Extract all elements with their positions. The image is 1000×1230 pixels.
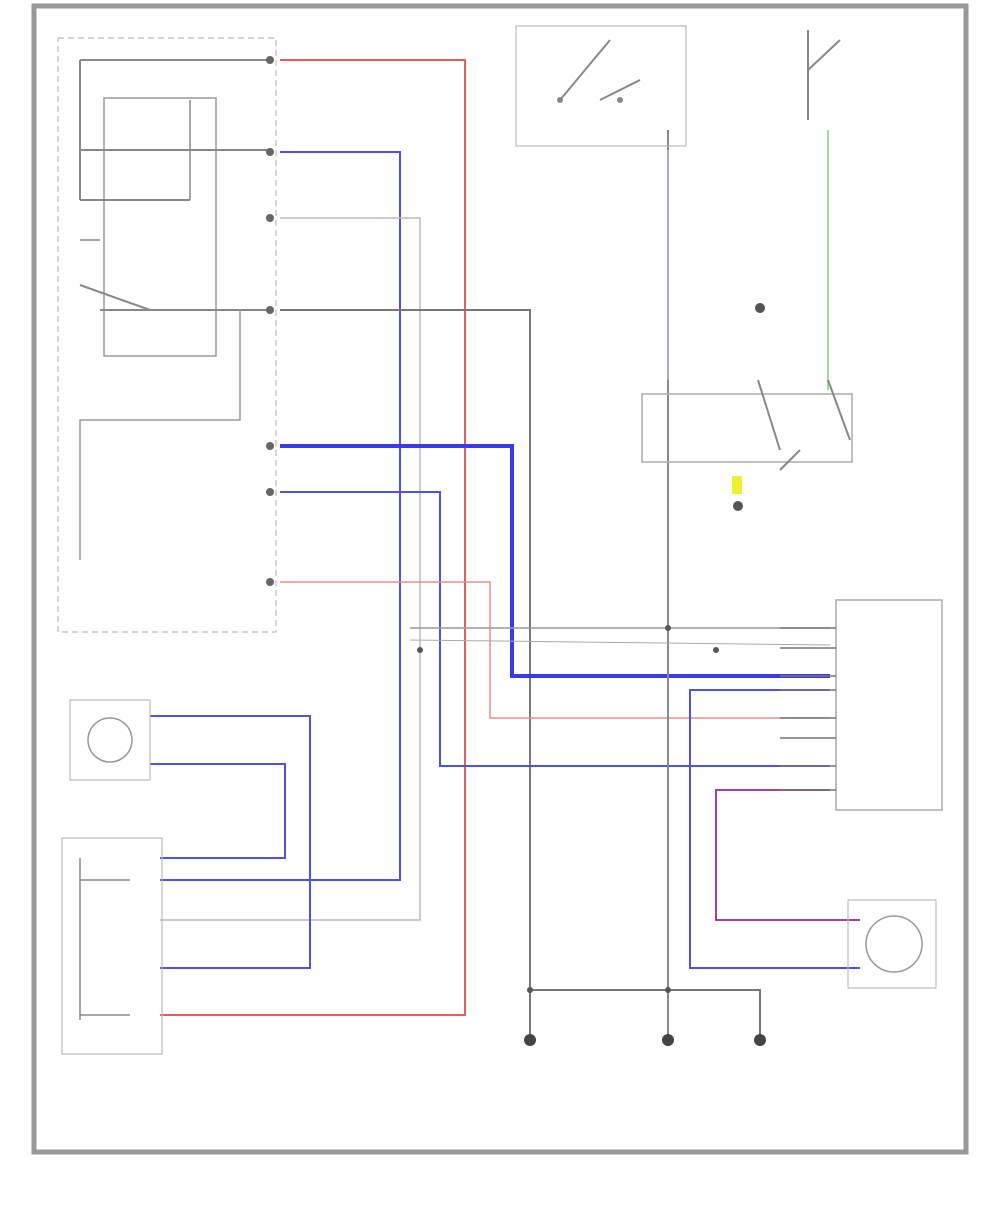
wire-violet [715, 789, 860, 921]
passenger-switch [61, 837, 163, 1055]
switch-contact-icon [557, 97, 563, 103]
diagram-frame [31, 3, 969, 1155]
wire-blue [160, 151, 401, 881]
highlight-marker [732, 476, 742, 494]
ground-icon [662, 1034, 674, 1046]
wire-gray [160, 217, 421, 921]
ground-icon [754, 1034, 766, 1046]
wire-red [160, 59, 466, 1016]
master-switch-block [57, 37, 277, 633]
rear-power-window-motor [847, 899, 937, 989]
wire-ground-bus [530, 989, 761, 1035]
wire-blue-3 [689, 689, 860, 969]
connector-pin-icon [266, 578, 274, 586]
wire-blue-passenger-2 [150, 763, 286, 859]
connector-pins-master [266, 56, 274, 586]
grounds [524, 1034, 766, 1046]
wire-red-2 [280, 581, 830, 719]
wire-gray-3 [409, 639, 831, 646]
passenger-window-motor [69, 699, 151, 781]
wire-blue-2 [280, 491, 830, 767]
connector-pin-icon [266, 56, 274, 64]
junction-dots [417, 625, 719, 993]
ground-icon [524, 1034, 536, 1046]
door-lock-unlock-switch [515, 25, 687, 147]
connector-pin-icon [755, 303, 765, 313]
mirror-switch-top [807, 30, 841, 120]
wire-blue-passenger [150, 715, 311, 969]
wire-black-main [280, 309, 531, 1035]
switch-contact-icon [617, 97, 623, 103]
wire-blue-thick [280, 444, 830, 678]
connector-pin-icon [266, 214, 274, 222]
connector-pin-icon [733, 501, 743, 511]
motor-icon [865, 915, 923, 973]
connector-pin-icon [266, 306, 274, 314]
motor-icon [87, 717, 133, 763]
connector-pin-icon [266, 148, 274, 156]
relay-block [641, 303, 853, 511]
connector-pin-icon [266, 442, 274, 450]
power-window-control-module [780, 599, 943, 811]
connector-pin-icon [266, 488, 274, 496]
